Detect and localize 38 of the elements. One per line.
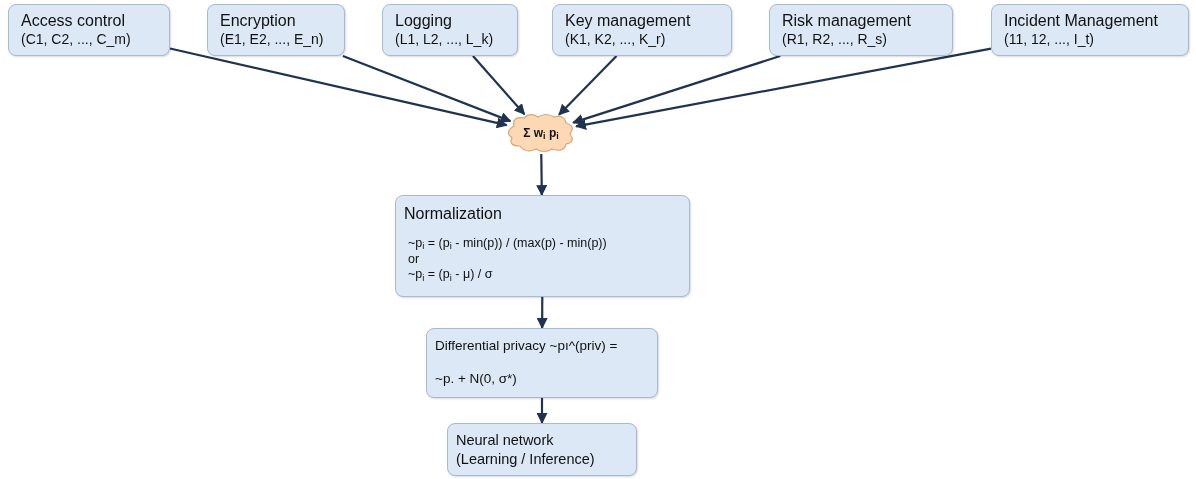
box-title: Normalization [404,204,503,224]
variable-list: (E1, E2, ..., E_n) [220,31,332,49]
formula: ~p. + N(0, σ*) [435,371,518,388]
box-title: Key management [565,11,692,32]
category-box [769,4,953,56]
box-title: Access control [21,11,127,32]
box-title: Neural network (Learning / Inference) [456,431,596,468]
variable-list: (C1, C2, ..., C_m) [21,31,157,49]
box-title: Risk management [782,11,912,32]
arrow [536,297,548,330]
formula: or [408,251,421,268]
variable-list: (K1, K2, ..., K_r) [565,31,719,49]
variable-list: (L1, L2, ..., L_k) [395,31,505,49]
formula: Differential privacy ~pı^(priv) = [435,338,619,355]
category-box [382,4,518,56]
arrow [536,154,548,197]
box-title: Logging [395,11,453,32]
box-title: Incident Management [1004,11,1159,32]
process-box [426,328,658,398]
variable-list: (R1, R2, ..., R_s) [782,31,940,49]
arrow [342,54,512,123]
category-box [552,4,732,56]
category-box [207,4,345,56]
formula: ~p$_{i}$ = (p$_{i}$ - min(p)) / (max(p) - min(p)) [408,236,608,252]
arrow [558,55,618,116]
category-box [8,4,170,56]
category-box [991,4,1189,56]
formula: ~p$_{i}$ = (p$_{i}$ - μ) / σ [408,267,494,283]
process-box [447,423,637,476]
arrow [536,398,548,425]
arrow [575,47,992,130]
variable-list: (11, 12, ..., I_t) [1004,31,1176,49]
box-title: Encryption [220,11,297,32]
sum-formula: Σ w$_{i}$ p$_{i}$ [523,125,559,142]
arrow [169,47,508,129]
arrow [572,54,781,125]
arrow [472,55,526,116]
process-box [395,195,690,297]
